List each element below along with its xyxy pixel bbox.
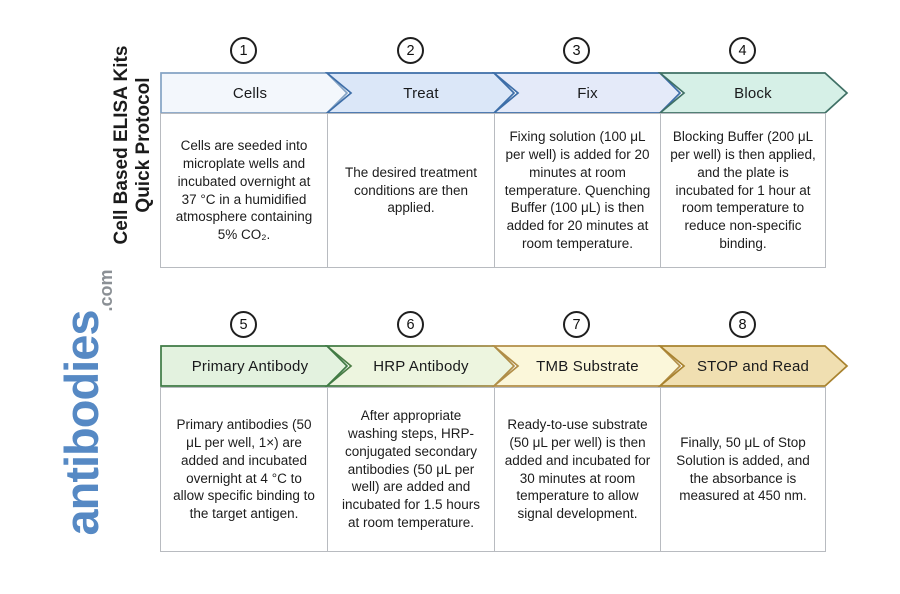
arrow-row-2 xyxy=(160,345,849,387)
step-description-box: The desired treatment conditions are the… xyxy=(327,113,495,268)
step-description: Ready-to-use substrate (50 μL per well) … xyxy=(504,416,651,522)
arrow-label: HRP Antibody xyxy=(373,357,469,375)
brand-logo-text: antibodies xyxy=(55,310,108,536)
step-number: 2 xyxy=(406,42,415,59)
step-description-box: Cells are seeded into microplate wells a… xyxy=(160,113,328,268)
step-number: 3 xyxy=(572,42,581,59)
arrow-row-1 xyxy=(160,72,849,114)
poster-title-line1: Cell Based ELISA Kits xyxy=(111,45,132,245)
brand-logo-suffix: .com xyxy=(96,269,116,312)
step-description-box: Finally, 50 μL of Stop Solution is added… xyxy=(660,387,826,552)
arrow-label: Fix xyxy=(577,84,598,102)
step-number: 8 xyxy=(738,316,747,333)
step-number: 1 xyxy=(239,42,248,59)
step-description-box: Primary antibodies (50 μL per well, 1×) … xyxy=(160,387,328,552)
chevron-arrow-cells xyxy=(160,72,349,114)
brand-logo: antibodies.com xyxy=(54,242,118,562)
step-number-badge: 7 xyxy=(563,311,590,338)
step-description: Finally, 50 μL of Stop Solution is added… xyxy=(676,434,810,504)
step-description: Blocking Buffer (200 μL per well) is the… xyxy=(670,128,816,252)
step-number: 5 xyxy=(239,316,248,333)
arrow-label: STOP and Read xyxy=(696,357,810,375)
step-number-badge: 2 xyxy=(397,37,424,64)
step-number: 6 xyxy=(406,316,415,333)
poster-title: Cell Based ELISA Kits Quick Protocol xyxy=(111,35,157,255)
step-description: After appropriate washing steps, HRP-con… xyxy=(341,407,481,531)
step-number-badge: 8 xyxy=(729,311,756,338)
step-description: Cells are seeded into microplate wells a… xyxy=(175,137,313,243)
arrow-label: Primary Antibody xyxy=(191,357,309,375)
step-description: Fixing solution (100 μL per well) is add… xyxy=(504,128,651,252)
step-description-box: After appropriate washing steps, HRP-con… xyxy=(327,387,495,552)
protocol-flow-diagram: 1 2 3 4 Cells Treat Fix Block Cells are … xyxy=(160,0,872,594)
step-description-box: Ready-to-use substrate (50 μL per well) … xyxy=(494,387,661,552)
step-number-badge: 4 xyxy=(729,37,756,64)
chevron-arrow-stop-and-read xyxy=(657,345,849,387)
step-number-badge: 5 xyxy=(230,311,257,338)
step-description: Primary antibodies (50 μL per well, 1×) … xyxy=(173,416,315,522)
step-description-box: Fixing solution (100 μL per well) is add… xyxy=(494,113,661,268)
step-description-box: Blocking Buffer (200 μL per well) is the… xyxy=(660,113,826,268)
poster-title-line2: Quick Protocol xyxy=(133,77,154,213)
step-number-badge: 6 xyxy=(397,311,424,338)
chevron-arrow-primary-antibody xyxy=(160,345,349,387)
arrow-label: TMB Substrate xyxy=(536,357,639,375)
arrow-label: Cells xyxy=(232,84,268,102)
step-description: The desired treatment conditions are the… xyxy=(344,164,478,216)
arrow-label: Block xyxy=(734,84,772,102)
step-number: 4 xyxy=(738,42,747,59)
arrow-label: Treat xyxy=(403,84,439,102)
step-number-badge: 3 xyxy=(563,37,590,64)
step-number-badge: 1 xyxy=(230,37,257,64)
step-number: 7 xyxy=(572,316,581,333)
